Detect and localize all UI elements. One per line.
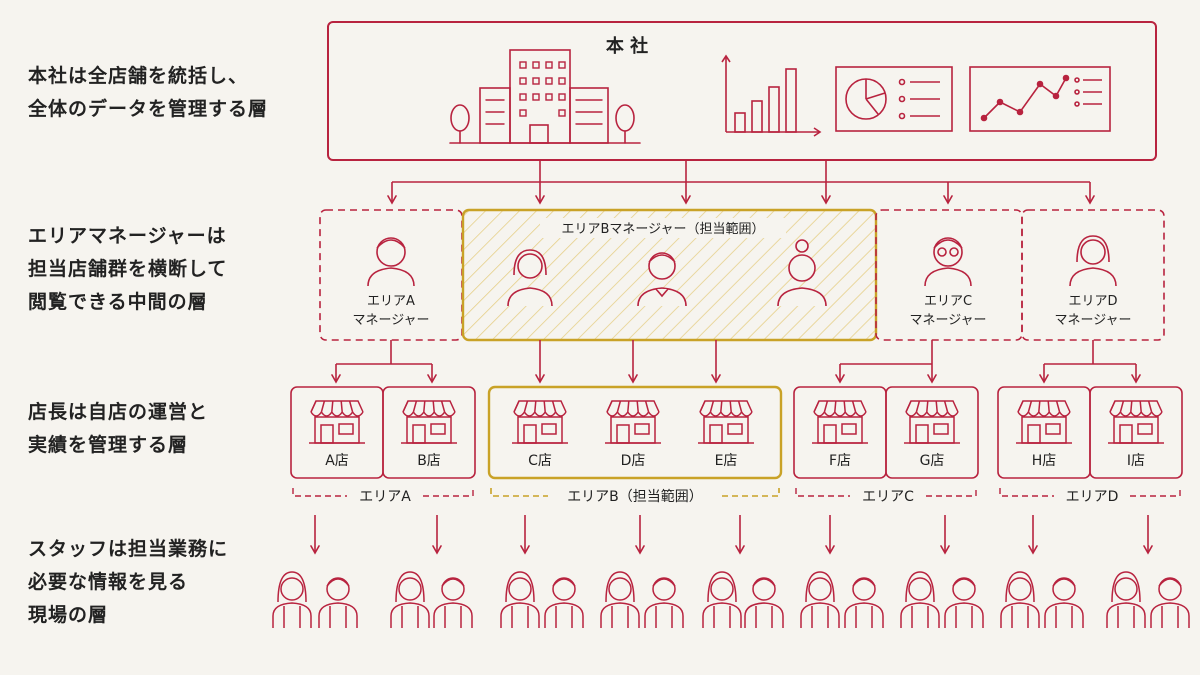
store-label: A店 [325, 453, 349, 469]
manager-b-title: エリアBマネージャー（担当範囲） [561, 222, 764, 237]
area-b-store-frame [487, 385, 783, 480]
staff-person-icon [702, 571, 742, 628]
area-c-label: エリアC [862, 489, 914, 505]
area-a-label: エリアA [359, 489, 411, 505]
store-label: F店 [829, 453, 851, 469]
store-labels: A店 B店 C店 D店 E店 F店 G店 H店 I店 [325, 453, 1145, 469]
store-icon [309, 400, 365, 444]
description-line: 担当店舗群を横断して [28, 258, 228, 280]
staff-person-icon [318, 577, 358, 628]
area-a-store-group [290, 386, 476, 479]
description-line: スタッフは担当業務に [28, 538, 229, 560]
store-label: B店 [417, 453, 441, 469]
line-chart-icon [969, 66, 1111, 132]
description-line: 必要な情報を見る [28, 571, 189, 593]
bar-chart-icon [721, 54, 822, 137]
area-d-label: エリアD [1066, 489, 1119, 505]
store-icon [401, 400, 457, 444]
area-d-store-group [997, 386, 1183, 479]
area-a-bracket [292, 488, 474, 497]
description-line: 全体のデータを管理する層 [28, 98, 269, 120]
pie-report-icon [835, 66, 953, 132]
area-b-bracket [490, 488, 780, 497]
hq-connectors [387, 160, 1095, 205]
manager-layer-description: エリアマネージャーは 担当店舗群を横断して 閲覧できる中間の層 [28, 220, 227, 319]
manager-c-role: マネージャー [909, 313, 986, 328]
staff-arrows [310, 515, 1153, 555]
store-label: E店 [715, 453, 738, 469]
staff-person-icon [500, 571, 540, 628]
manager-a-label: エリアA [367, 294, 415, 309]
area-d-bracket [999, 488, 1181, 497]
store-icon [1016, 400, 1072, 444]
store-label: H店 [1032, 453, 1057, 469]
manager-d-card: エリアD マネージャー [1021, 209, 1165, 341]
person-icon [1069, 235, 1117, 287]
manager-a-card: エリアA マネージャー [319, 209, 463, 341]
store-icon [1108, 400, 1164, 444]
hq-layer-description: 本社は全店舗を統括し、 全体のデータを管理する層 [28, 60, 268, 126]
staff-person-icon [390, 571, 430, 628]
staff-person-icon [644, 577, 684, 628]
staff-person-icon [272, 571, 312, 628]
area-b-label: エリアB（担当範囲） [567, 488, 703, 505]
staff-person-icon [1150, 577, 1190, 628]
manager-a-role: マネージャー [352, 313, 429, 328]
staff-person-icon [1044, 577, 1084, 628]
manager-d-role: マネージャー [1054, 313, 1131, 328]
staff-person-icon [1106, 571, 1146, 628]
description-line: 店長は自店の運営と [28, 401, 209, 423]
staff-person-icon [544, 577, 584, 628]
manager-c-card: エリアC マネージャー [875, 209, 1023, 341]
staff-layer-description: スタッフは担当業務に 必要な情報を見る 現場の層 [28, 533, 228, 632]
person-icon [367, 237, 415, 287]
description-line: 実績を管理する層 [28, 434, 189, 456]
area-c-store-group [793, 386, 979, 479]
store-icon [812, 400, 868, 444]
store-icon [512, 400, 568, 444]
staff-person-icon [800, 571, 840, 628]
hq-title: 本 社 [606, 35, 648, 57]
staff-person-icon [744, 577, 784, 628]
store-label: I店 [1127, 453, 1145, 469]
description-line: エリアマネージャーは [28, 225, 227, 247]
person-icon [637, 252, 687, 307]
store-icon [904, 400, 960, 444]
staff-person-icon [844, 577, 884, 628]
staff-person-icon [944, 577, 984, 628]
description-line: 閲覧できる中間の層 [28, 291, 208, 313]
manager-b-card: エリアBマネージャー（担当範囲） [461, 208, 878, 342]
person-icon [777, 239, 827, 307]
manager-d-label: エリアD [1068, 294, 1117, 309]
store-icon [698, 400, 754, 444]
store-icons [309, 400, 1164, 444]
store-label: D店 [621, 453, 646, 469]
description-line: 本社は全店舗を統括し、 [28, 65, 249, 87]
store-icon [605, 400, 661, 444]
staff-person-icon [600, 571, 640, 628]
manager-c-label: エリアC [924, 294, 972, 309]
store-label: C店 [528, 453, 552, 469]
manager-connectors [331, 340, 1141, 384]
staff-people [272, 571, 1190, 628]
person-icon [507, 249, 553, 307]
staff-person-icon [900, 571, 940, 628]
person-icon [924, 237, 972, 287]
staff-person-icon [1000, 571, 1040, 628]
description-line: 現場の層 [28, 604, 109, 626]
store-label: G店 [920, 453, 945, 469]
hq-box: 本 社 [327, 21, 1157, 161]
area-c-bracket [795, 488, 977, 497]
store-layer-description: 店長は自店の運営と 実績を管理する層 [28, 396, 208, 462]
building-icon [449, 49, 641, 144]
staff-person-icon [433, 577, 473, 628]
